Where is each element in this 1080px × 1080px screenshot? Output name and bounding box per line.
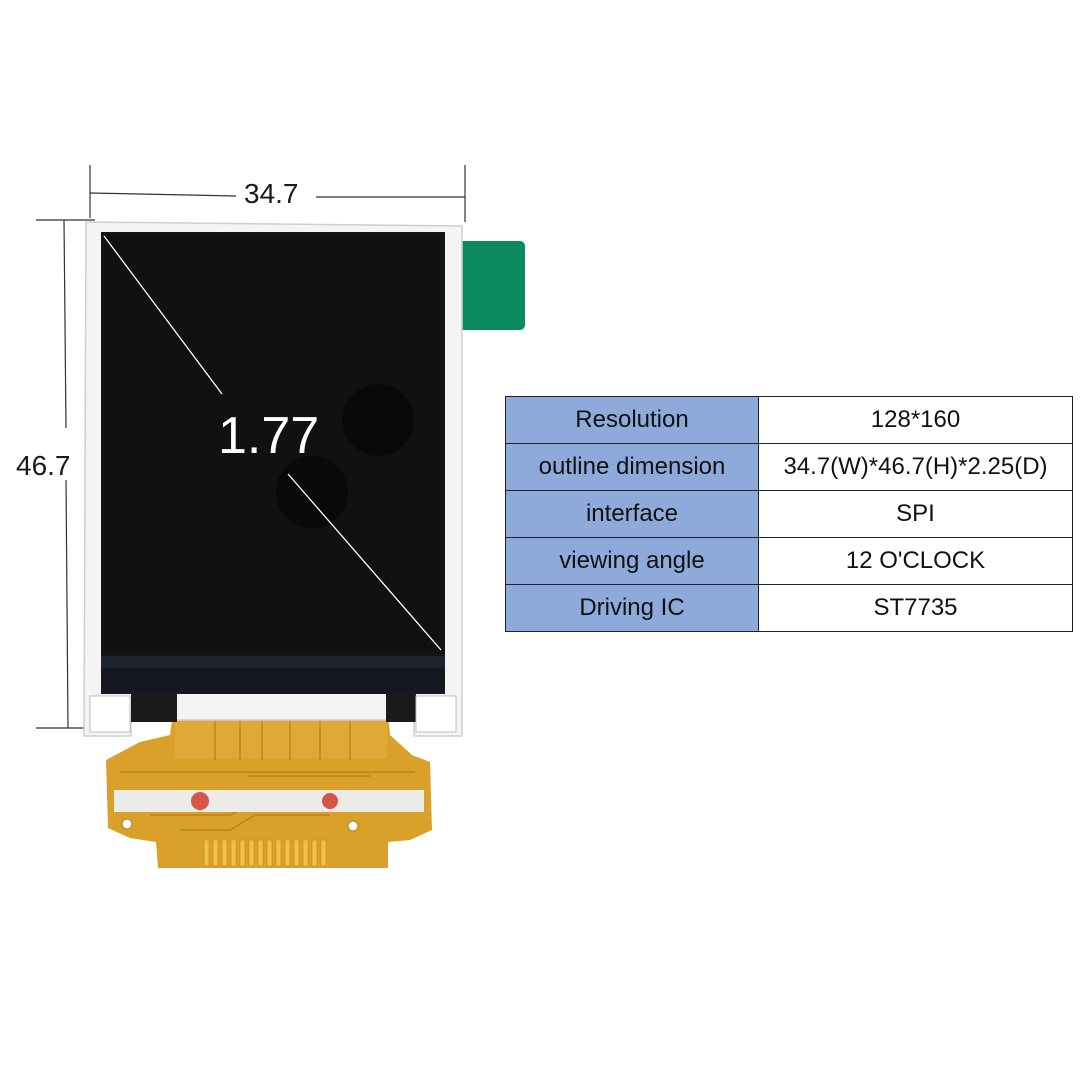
table-row: interface SPI [505,490,1073,538]
width-dimension-line [89,165,466,222]
table-row: Resolution 128*160 [505,396,1073,444]
spec-label: interface [505,490,759,538]
spec-value: 12 O'CLOCK [758,537,1073,585]
spec-label: outline dimension [505,443,759,491]
spec-label: viewing angle [505,537,759,585]
width-dimension-label: 34.7 [244,178,299,209]
diagonal-size-label: 1.77 [218,407,320,465]
lcd-screen [101,232,445,656]
height-dimension-line [36,219,95,729]
table-row: Driving IC ST7735 [505,584,1073,632]
spec-value: ST7735 [758,584,1073,632]
table-row: viewing angle 12 O'CLOCK [505,537,1073,585]
spec-value: SPI [758,490,1073,538]
spec-table: Resolution 128*160 outline dimension 34.… [505,396,1073,632]
spec-label: Resolution [505,396,759,444]
protective-film-tab [455,241,525,330]
spec-value: 128*160 [758,396,1073,444]
spec-value: 34.7(W)*46.7(H)*2.25(D) [758,443,1073,491]
height-dimension-label: 46.7 [16,450,71,481]
spec-label: Driving IC [505,584,759,632]
table-row: outline dimension 34.7(W)*46.7(H)*2.25(D… [505,443,1073,491]
diagonal-dimension-line [103,235,442,651]
